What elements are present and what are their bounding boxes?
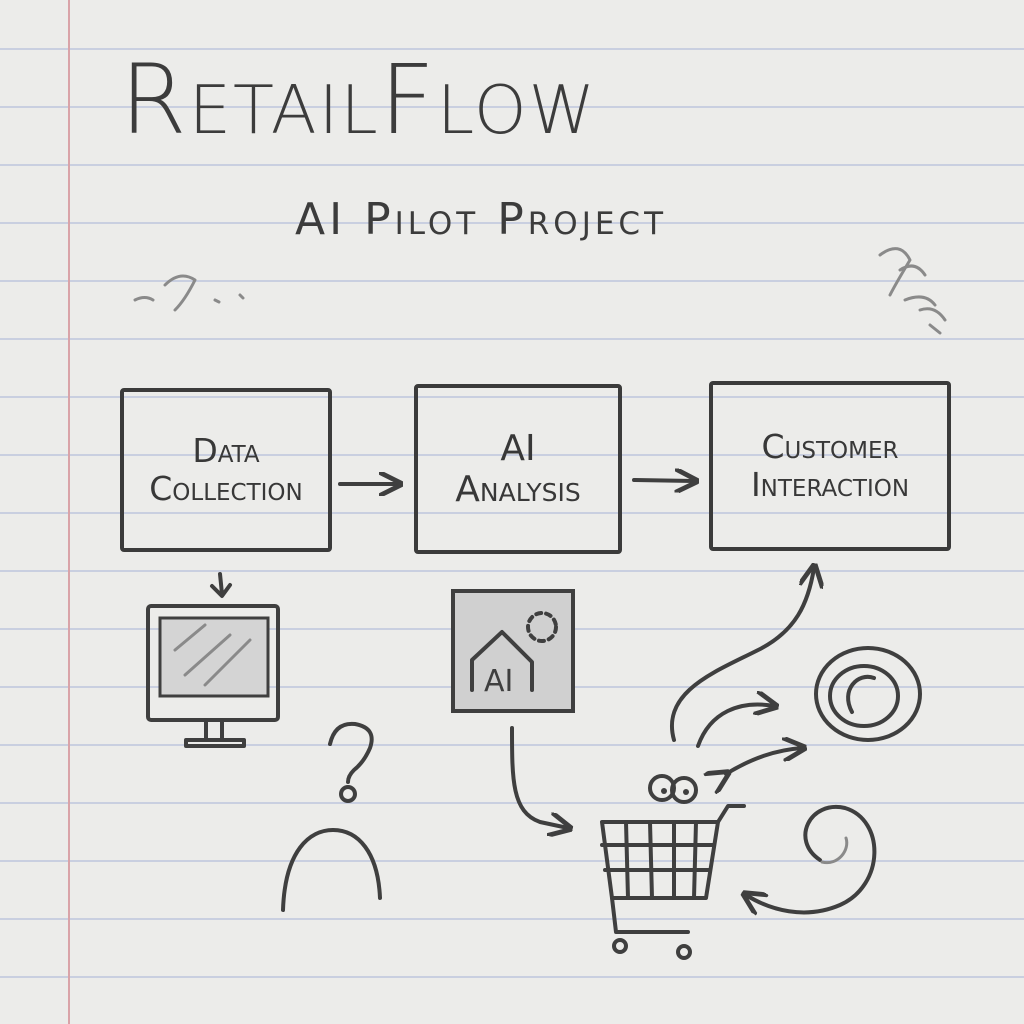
shopping-cart-icon bbox=[600, 804, 746, 960]
arrow-to-customer-interaction bbox=[632, 480, 694, 481]
arrow-to-cart bbox=[510, 726, 568, 828]
step-data-collection-label: Data Collection bbox=[149, 431, 303, 508]
ai-badge-label: AI bbox=[484, 664, 514, 699]
double-arrow bbox=[726, 748, 802, 774]
step-customer-interaction-label: Customer Interaction bbox=[750, 427, 910, 504]
curve-arrow-right bbox=[696, 705, 774, 748]
page-subtitle: AI Pilot Project bbox=[295, 194, 668, 245]
step-customer-interaction: Customer Interaction bbox=[709, 381, 951, 551]
margin-line bbox=[68, 0, 70, 1024]
page-title: RetailFlow bbox=[120, 44, 597, 156]
monitor-icon bbox=[146, 604, 280, 748]
ai-image-icon bbox=[451, 589, 575, 713]
smudge-right bbox=[878, 247, 947, 335]
step-ai-analysis-label: AI Analysis bbox=[455, 427, 581, 510]
step-data-collection: Data Collection bbox=[120, 388, 332, 552]
coin-spiral-icon bbox=[814, 646, 922, 742]
smudge-left bbox=[133, 274, 245, 312]
curve-arrow-back bbox=[746, 804, 877, 912]
small-down-arrow bbox=[210, 572, 232, 598]
question-person-icon bbox=[281, 721, 382, 912]
swirl-inner bbox=[820, 836, 849, 865]
step-ai-analysis: AI Analysis bbox=[414, 384, 622, 554]
eyes-icon bbox=[648, 774, 698, 804]
curve-arrow-up bbox=[670, 568, 814, 742]
